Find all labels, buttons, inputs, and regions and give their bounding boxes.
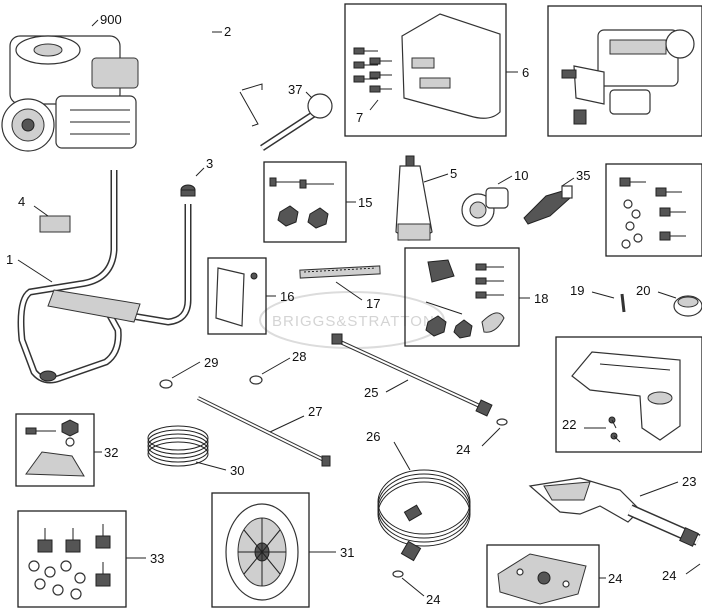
label-1: 1 [6, 252, 13, 267]
pump-cover [571, 351, 681, 441]
label-27: 27 [308, 404, 322, 419]
plug-part-3 [180, 184, 196, 197]
label-25: 25 [364, 385, 378, 400]
hardware-part-18 [425, 259, 505, 339]
handle-part-2 [154, 38, 263, 222]
label-4: 4 [18, 194, 25, 209]
plate-part-16 [215, 267, 258, 327]
label-37: 37 [288, 82, 302, 97]
label-28: 28 [292, 349, 306, 364]
hose-part-26 [377, 469, 471, 578]
label-5: 5 [450, 166, 457, 181]
label-15: 15 [358, 195, 372, 210]
screws-part-22 [608, 416, 621, 443]
label-29: 29 [204, 355, 218, 370]
label-6: 6 [522, 65, 529, 80]
box-part-33 [17, 510, 127, 608]
screws-part-7 [353, 47, 392, 93]
box-part-32 [15, 413, 95, 487]
box-part-31 [211, 492, 310, 608]
label-18: 18 [534, 291, 548, 306]
decal-part-4 [39, 215, 71, 233]
box-part-18 [404, 247, 520, 347]
watermark-text: BRIGGS&STRATTON [272, 313, 435, 330]
box-part-6 [344, 3, 507, 137]
box-pump [547, 5, 702, 137]
label-33: 33 [150, 551, 164, 566]
label-26: 26 [366, 429, 380, 444]
label-10: 10 [514, 168, 528, 183]
wrench-part-37 [260, 93, 333, 151]
shroud-part-6 [401, 13, 501, 119]
pump-assembly [561, 29, 695, 125]
label-3: 3 [206, 156, 213, 171]
spray-gun-part-23 [528, 477, 701, 547]
label-7: 7 [356, 110, 363, 125]
label-900: 900 [100, 12, 122, 27]
box-pump-bolts [605, 163, 702, 257]
label-24b: 24 [426, 592, 440, 607]
cap-part-20 [673, 295, 702, 317]
label-16: 16 [280, 289, 294, 304]
box-part-24 [486, 544, 600, 608]
oring-part-28 [249, 375, 263, 385]
pin-part-19 [620, 293, 626, 313]
label-19: 19 [570, 283, 584, 298]
pump-bolts [619, 177, 686, 249]
hose-coil-part-30 [147, 425, 209, 467]
label-17: 17 [366, 296, 380, 311]
label-20: 20 [636, 283, 650, 298]
wheel-part-31 [225, 503, 299, 601]
label-31: 31 [340, 545, 354, 560]
turbo-nozzle-part-35 [523, 185, 573, 225]
strap-part-17 [299, 265, 381, 279]
label-32: 32 [104, 445, 118, 460]
label-24a: 24 [456, 442, 470, 457]
label-35: 35 [576, 168, 590, 183]
plate-part-24 [497, 553, 587, 605]
label-30: 30 [230, 463, 244, 478]
bolts-part-15 [269, 177, 334, 229]
label-24c: 24 [608, 571, 622, 586]
nozzle-part-10 [461, 187, 509, 227]
tube-part-27 [197, 396, 331, 467]
feet-part-33 [28, 524, 111, 600]
oring-part-29 [159, 379, 173, 389]
wand-part-25 [331, 333, 508, 426]
label-23: 23 [682, 474, 696, 489]
soap-tube-part-5 [395, 155, 433, 241]
hardware-part-32 [25, 419, 85, 477]
label-2: 2 [224, 24, 231, 39]
label-24d: 24 [662, 568, 676, 583]
frame-part-1 [17, 170, 192, 384]
box-pump-cover [555, 336, 702, 453]
box-part-15 [263, 161, 347, 243]
label-22: 22 [562, 417, 576, 432]
engine-part-900 [1, 35, 139, 152]
